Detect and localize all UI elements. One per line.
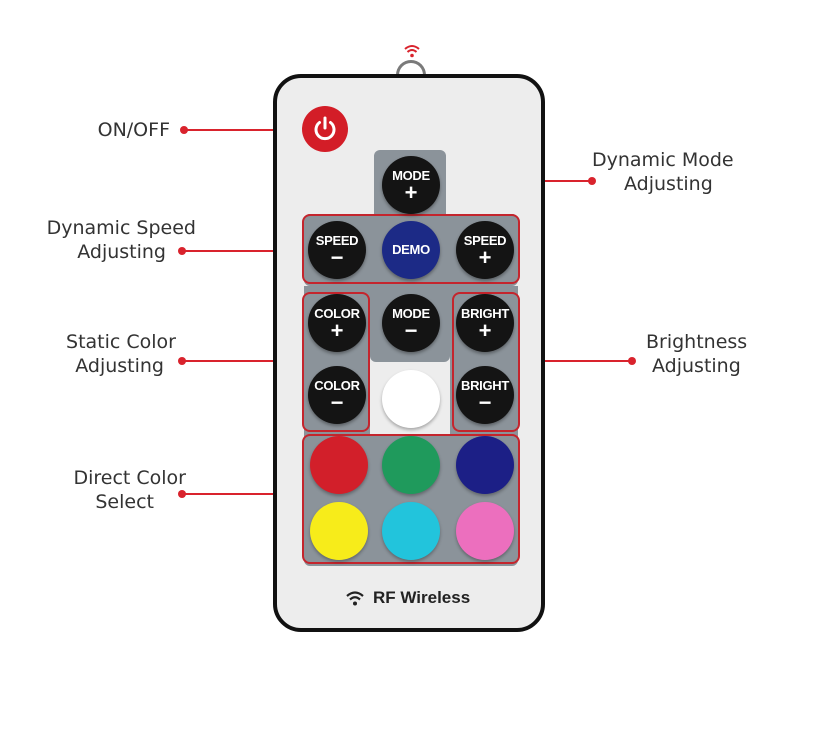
label-on-off: ON/OFF	[97, 119, 170, 141]
frame-direct-color	[302, 434, 520, 564]
mode-minus-label: MODE	[392, 305, 430, 321]
label-static-color: Static Color Adjusting	[66, 331, 176, 377]
bright-plus-button[interactable]: BRIGHT +	[456, 294, 514, 352]
mode-minus-button[interactable]: MODE −	[382, 294, 440, 352]
brand-text: RF Wireless	[373, 588, 471, 607]
keychain-hook	[396, 60, 426, 82]
label-direct-color: Direct Color Select	[73, 467, 186, 513]
pointer-dot-brightness	[628, 357, 636, 365]
demo-label: DEMO	[392, 242, 430, 257]
speed-minus-button[interactable]: SPEED −	[308, 221, 366, 279]
pointer-line-static-color	[182, 360, 304, 362]
wifi-icon	[346, 591, 364, 606]
pointer-line-dynamic-speed	[182, 250, 304, 252]
bright-minus-label: BRIGHT	[460, 377, 510, 393]
red-color-button[interactable]	[310, 436, 368, 494]
frame-brightness	[452, 292, 520, 432]
brand-rf-wireless: RF Wireless	[345, 588, 470, 608]
green-color-button[interactable]	[382, 436, 440, 494]
speed-plus-sign: +	[478, 244, 492, 270]
color-minus-label: COLOR	[314, 377, 360, 393]
color-plus-sign: +	[330, 317, 344, 343]
label-dynamic-mode: Dynamic Mode Adjusting	[592, 149, 734, 195]
frame-speed-row	[302, 214, 520, 284]
color-plus-label: COLOR	[314, 305, 360, 321]
color-plus-button[interactable]: COLOR +	[308, 294, 366, 352]
mode-plus-sign: +	[404, 179, 418, 205]
pointer-line-on-off	[184, 129, 302, 131]
wifi-icon	[403, 44, 421, 63]
pointer-line-direct-color	[182, 493, 304, 495]
speed-minus-label: SPEED	[315, 232, 359, 248]
bright-minus-button[interactable]: BRIGHT −	[456, 366, 514, 424]
blue-color-button[interactable]	[456, 436, 514, 494]
demo-button[interactable]: DEMO	[382, 221, 440, 279]
label-dynamic-speed: Dynamic Speed Adjusting	[46, 217, 196, 263]
cyan-color-button[interactable]	[382, 502, 440, 560]
speed-minus-sign: −	[330, 244, 344, 270]
yellow-color-button[interactable]	[310, 502, 368, 560]
pink-color-button[interactable]	[456, 502, 514, 560]
frame-static-color	[302, 292, 370, 432]
white-color-button[interactable]	[382, 370, 440, 428]
speed-plus-button[interactable]: SPEED +	[456, 221, 514, 279]
bright-plus-sign: +	[478, 317, 492, 343]
mode-plus-button[interactable]: MODE +	[382, 156, 440, 214]
pointer-dot-dynamic-mode	[588, 177, 596, 185]
mode-plus-label: MODE	[392, 167, 430, 183]
color-minus-sign: −	[330, 389, 344, 415]
bright-plus-label: BRIGHT	[460, 305, 510, 321]
label-brightness: Brightness Adjusting	[646, 331, 748, 377]
power-button[interactable]	[302, 106, 348, 152]
pointer-line-brightness	[518, 360, 630, 362]
color-minus-button[interactable]: COLOR −	[308, 366, 366, 424]
mode-minus-sign: −	[404, 317, 418, 343]
speed-plus-label: SPEED	[463, 232, 507, 248]
power-icon	[314, 116, 336, 141]
bright-minus-sign: −	[478, 389, 492, 415]
